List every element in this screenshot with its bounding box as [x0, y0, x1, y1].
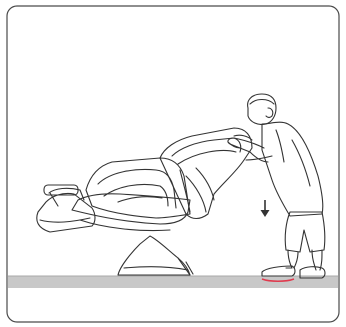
down-arrow-icon: [261, 200, 270, 217]
massage-chair: [37, 128, 252, 275]
floor: [8, 276, 338, 288]
person-shorts: [285, 212, 325, 252]
person-torso: [262, 122, 323, 216]
chair-legrest: [37, 193, 95, 232]
chair-base: [118, 236, 190, 275]
person-leg-left: [286, 250, 292, 268]
person: [228, 94, 325, 278]
